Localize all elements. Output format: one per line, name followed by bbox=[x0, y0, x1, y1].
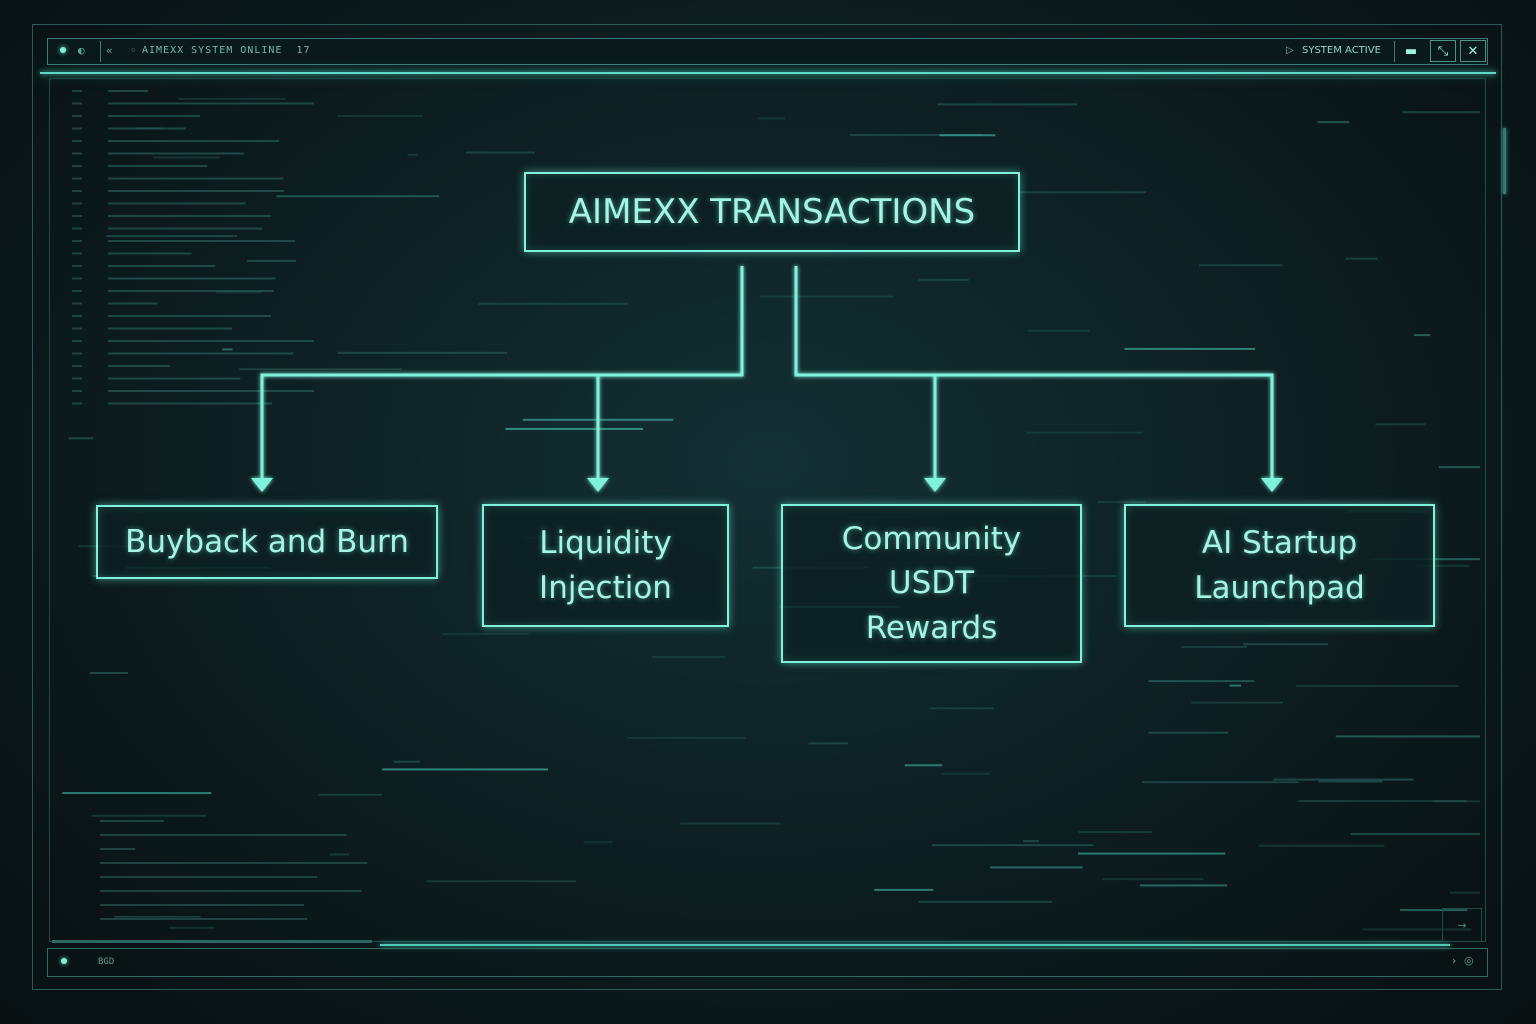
connector-right-trunk bbox=[794, 266, 1274, 478]
arrow-head-3 bbox=[924, 478, 946, 492]
main-panel bbox=[49, 78, 1486, 942]
chevrons-left-icon[interactable]: « bbox=[106, 44, 113, 57]
connector-left-trunk bbox=[260, 266, 744, 478]
chevron-right-icon: › bbox=[1452, 954, 1457, 967]
header-glow-divider bbox=[40, 72, 1496, 74]
outer-frame bbox=[32, 24, 1502, 990]
arrow-head-2 bbox=[587, 478, 609, 492]
resize-corner[interactable]: → bbox=[1442, 908, 1482, 942]
maximize-icon: ⤡ bbox=[1437, 43, 1449, 59]
title-bar bbox=[47, 38, 1488, 65]
arrow-right-icon: → bbox=[1457, 918, 1467, 932]
system-status-text: AIMEXX SYSTEM ONLINE 17 bbox=[142, 42, 311, 60]
fullscreen-icon: ✕ bbox=[1467, 43, 1479, 59]
node-label: AI Startup Launchpad bbox=[1194, 525, 1365, 606]
arrow-head-1 bbox=[251, 478, 273, 492]
arrow-head-4 bbox=[1261, 478, 1283, 492]
scrollbar[interactable] bbox=[1503, 128, 1506, 194]
node-label: Community USDT Rewards bbox=[841, 521, 1022, 646]
footer-label: BGD bbox=[98, 957, 115, 967]
system-status-suffix: 17 bbox=[296, 45, 311, 56]
node-community-usdt-rewards: Community USDT Rewards bbox=[781, 504, 1082, 663]
node-ai-startup-launchpad: AI Startup Launchpad bbox=[1124, 504, 1435, 627]
minimize-icon: ▬ bbox=[1404, 43, 1418, 59]
system-status-label: AIMEXX SYSTEM ONLINE bbox=[142, 45, 283, 56]
node-liquidity-injection: Liquidity Injection bbox=[482, 504, 729, 627]
maximize-button[interactable]: ⤡ bbox=[1430, 40, 1456, 62]
active-indicator-icon: ▷ bbox=[1286, 45, 1294, 56]
indicator-icon: ◦ bbox=[130, 44, 137, 57]
status-bar bbox=[47, 948, 1488, 977]
system-active-label: SYSTEM ACTIVE bbox=[1302, 45, 1381, 56]
record-icon: ◐ bbox=[78, 44, 85, 57]
footer-progress-track bbox=[52, 940, 372, 943]
node-buyback-and-burn: Buyback and Burn bbox=[96, 505, 438, 579]
node-root-label: AIMEXX TRANSACTIONS bbox=[568, 191, 976, 232]
settings-icon[interactable]: ◎ bbox=[1464, 954, 1474, 967]
fullscreen-button[interactable]: ✕ bbox=[1460, 40, 1486, 62]
node-aimexx-transactions: AIMEXX TRANSACTIONS bbox=[524, 172, 1020, 252]
footer-led-icon bbox=[61, 958, 67, 964]
status-led-icon bbox=[60, 47, 66, 53]
node-label: Liquidity Injection bbox=[539, 525, 672, 606]
node-label: Buyback and Burn bbox=[125, 523, 409, 560]
window-controls-divider bbox=[1394, 41, 1395, 62]
footer-glow-divider bbox=[380, 944, 1450, 946]
minimize-button[interactable]: ▬ bbox=[1398, 40, 1424, 62]
title-divider bbox=[100, 41, 101, 62]
